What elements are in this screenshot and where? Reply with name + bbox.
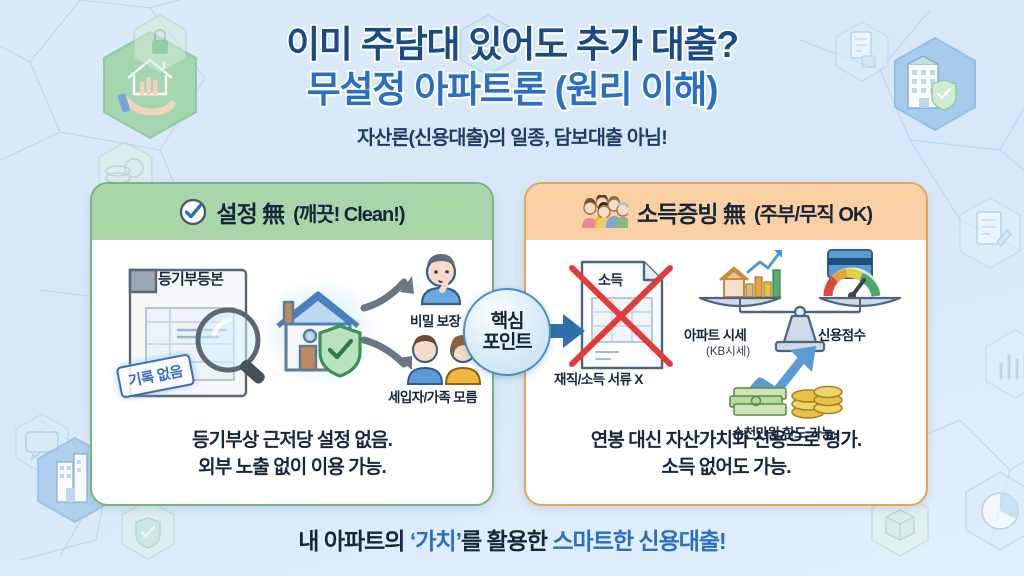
hex-badge-chart-rightmid — [985, 329, 1024, 399]
family-group-icon — [581, 195, 628, 228]
family-couple-label: 세입자/가족 모름 — [388, 390, 478, 405]
income-doc-group: 소득 — [566, 254, 678, 381]
key-point-badge: 핵심 포인트 — [463, 288, 551, 376]
income-document-crossed-icon — [569, 260, 673, 370]
key-point-line-2: 포인트 — [482, 332, 533, 353]
left-card: 설정 無 (깨끗! Clean!) — [90, 182, 494, 506]
right-card-header: 소득증빙 無 (주부/무직 OK) — [526, 184, 926, 240]
left-header-main: 설정 無 — [216, 201, 285, 227]
scale-right-label: 신용점수 — [818, 328, 866, 343]
left-illustration: 기록 없음 등기부등본 — [92, 246, 492, 408]
center-right-arrow-icon — [541, 314, 585, 348]
hex-badge-chat-left — [15, 413, 69, 474]
left-card-body: 기록 없음 등기부등본 — [92, 240, 492, 504]
right-header-main: 소득증빙 無 — [636, 201, 746, 227]
income-doc-label: 소득 — [598, 272, 623, 288]
right-card: 소득증빙 無 (주부/무직 OK) 소득 — [524, 182, 928, 506]
income-doc-caption: 재직/소득 서류 X — [554, 372, 643, 387]
right-illustration: 소득 재직/소득 서류 X — [526, 246, 926, 441]
money-limit-group — [726, 342, 846, 425]
left-card-header: 설정 無 (깨끗! Clean!) — [92, 184, 492, 240]
arrow-to-family-icon — [360, 336, 412, 370]
right-header-sub: (주부/무직 OK) — [753, 203, 873, 226]
left-caption-line-2: 외부 노출 없이 이용 가능. — [198, 457, 387, 479]
secret-person-label: 비밀 보장 — [410, 314, 461, 329]
house-shield-icon — [276, 291, 362, 378]
money-growth-icon — [729, 346, 843, 419]
right-card-caption: 연봉 대신 자산가치와 신용으로 평가. 소득 없어도 가능. — [526, 428, 926, 482]
tagline-accent-2: 스마트한 신용대출! — [552, 528, 726, 554]
right-caption-line-2: 소득 없어도 가능. — [661, 457, 791, 479]
right-caption-line-1: 연봉 대신 자산가치와 신용으로 평가. — [590, 430, 863, 452]
tagline-part-2: 를 활용한 — [460, 528, 553, 554]
arrow-to-secret-icon — [360, 276, 414, 312]
tagline-part-1: 내 아파트의 — [298, 528, 410, 554]
left-header-sub: (깨끗! Clean!) — [293, 203, 405, 226]
bottom-tagline: 내 아파트의 ‘가치’를 활용한 스마트한 신용대출! — [0, 522, 1024, 556]
title-block: 이미 주담대 있어도 추가 대출? 무설정 아파트론 (원리 이해) 자산론(신… — [0, 22, 1024, 150]
balance-scale-icon — [698, 249, 902, 353]
scale-left-sublabel: (KB시세) — [706, 346, 751, 358]
house-shield-group — [270, 282, 378, 387]
balance-scale-group — [694, 246, 908, 361]
key-point-line-1: 핵심 — [490, 310, 525, 332]
subtitle: 자산론(신용대출)의 일종, 담보대출 아님! — [357, 127, 668, 150]
scale-left-label: 아파트 시세 — [684, 328, 747, 343]
title-line-1: 이미 주담대 있어도 추가 대출? — [284, 22, 741, 67]
title-line-2: 무설정 아파트론 (원리 이해) — [305, 67, 720, 112]
money-limit-label: 수천만원 한도 가능 — [732, 426, 833, 441]
hex-badge-contract-right — [959, 197, 1021, 269]
magnifier-icon — [195, 307, 265, 384]
right-card-body: 소득 재직/소득 서류 X — [526, 240, 926, 504]
secret-person-icon — [420, 254, 462, 306]
registry-document-group: 기록 없음 — [108, 252, 268, 412]
check-circle-icon — [180, 198, 207, 226]
document-label: 등기부등본 — [158, 271, 224, 288]
tagline-accent-1: ‘가치’ — [409, 528, 462, 554]
left-card-caption: 등기부상 근저당 설정 없음. 외부 노출 없이 이용 가능. — [92, 428, 492, 482]
left-caption-line-1: 등기부상 근저당 설정 없음. — [192, 430, 393, 452]
